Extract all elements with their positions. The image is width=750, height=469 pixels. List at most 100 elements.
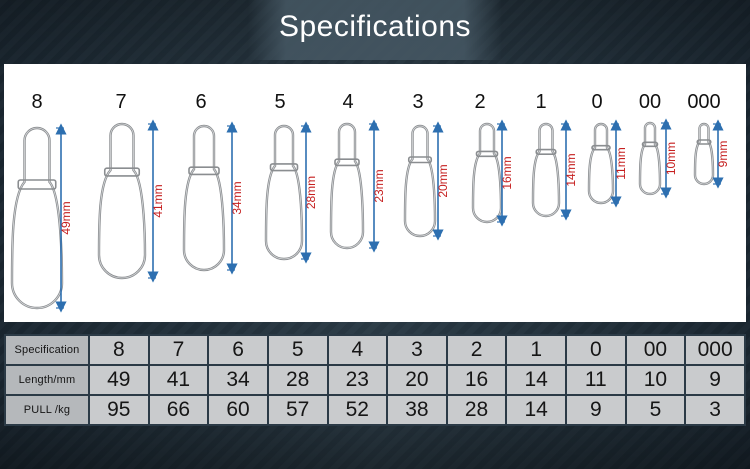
length-cell: 23 [326,364,389,396]
snap-6: 6 34mm [182,91,244,275]
length-label: 28mm [304,176,318,209]
spec-cell: 6 [207,334,269,366]
pull-cell: 5 [624,394,687,426]
size-label: 6 [195,91,206,113]
snap-wire [471,122,503,224]
length-label: 14mm [564,153,578,186]
pull-cell: 28 [445,394,508,426]
snap-000: 000 9mm [687,91,730,189]
length-label: 23mm [372,169,386,202]
length-cell: 20 [386,364,448,396]
snap-clasp [591,144,611,151]
length-label: 41mm [151,184,165,217]
snap-0: 0 11mm [587,91,628,208]
snap-wire [97,122,147,280]
snap-clasp [334,158,360,167]
length-label: 16mm [500,156,514,189]
snap-wire [403,124,437,238]
snap-3: 3 20mm [403,91,450,241]
length-label: 9mm [716,141,730,168]
pull-cell: 14 [505,394,567,426]
row-header-length: Length/mm [4,364,90,396]
snap-wire-highlight [11,127,63,309]
length-cell: 10 [624,364,687,396]
spec-cell: 000 [684,334,746,366]
length-cell: 34 [207,364,269,396]
length-cell: 49 [88,364,150,396]
spec-cell: 3 [386,334,448,366]
snap-wire-highlight [694,123,714,185]
snap-clasp [641,141,659,148]
length-cell: 14 [505,364,567,396]
length-label: 11mm [614,147,628,179]
length-label: 34mm [230,181,244,214]
length-cell: 9 [684,364,746,396]
pull-cell: 52 [326,394,389,426]
length-cell: 16 [445,364,508,396]
length-cell: 11 [565,364,627,396]
snap-wire-highlight [472,123,502,223]
pull-cell: 66 [147,394,210,426]
row-header-specification: Specification [4,334,90,366]
pull-cell: 38 [386,394,448,426]
snap-wire [638,121,662,196]
size-label: 2 [474,91,485,113]
size-label: 4 [342,91,353,113]
snap-wire [531,122,561,218]
row-header-pull: PULL /kg [4,394,90,426]
size-label: 3 [412,91,423,113]
pull-cell: 57 [266,394,329,426]
snap-wire-highlight [404,125,436,237]
pull-cell: 9 [565,394,627,426]
snap-clasp [407,156,433,164]
spec-cell: 5 [266,334,329,366]
snap-2: 2 16mm [471,91,514,227]
spec-table: Specification 8 7 6 5 4 3 2 1 0 00 000 L… [4,334,746,426]
table-row-specification: Specification 8 7 6 5 4 3 2 1 0 00 000 [4,334,746,366]
snap-wire-highlight [265,125,303,260]
snap-wire-highlight [183,125,225,271]
snap-wire-highlight [330,123,364,249]
table-row-length: Length/mm 49 41 34 28 23 20 16 14 11 10 … [4,364,746,396]
size-label: 1 [535,91,546,113]
size-label: 8 [31,91,42,113]
spec-cell: 4 [326,334,389,366]
pull-cell: 60 [207,394,269,426]
length-label: 20mm [436,164,450,197]
page-title: Specifications [278,10,472,43]
pull-cell: 95 [88,394,150,426]
snap-wire-highlight [588,123,614,204]
spec-cell: 1 [505,334,567,366]
snap-wire-highlight [532,123,560,217]
size-label: 000 [687,91,720,113]
snap-clasp [535,148,557,155]
snap-wire [10,126,64,310]
snap-1: 1 14mm [531,91,578,221]
size-label: 5 [274,91,285,113]
snap-4: 4 23mm [329,91,386,253]
snap-clasp [188,166,220,176]
spec-cell: 2 [445,334,508,366]
snap-5: 5 28mm [264,91,318,264]
snap-wire-highlight [639,122,661,195]
snap-clasp [103,167,141,177]
spec-cell: 00 [624,334,687,366]
length-cell: 28 [266,364,329,396]
spec-cell: 0 [565,334,627,366]
pull-cell: 3 [684,394,746,426]
size-label: 0 [591,91,602,113]
snap-wire [329,122,365,250]
title-band [248,0,502,60]
table-row-pull: PULL /kg 95 66 60 57 52 38 28 14 9 5 3 [4,394,746,426]
size-label: 7 [115,91,126,113]
snap-wire [587,122,615,205]
snap-clasp [696,139,712,145]
snap-wire-highlight [98,123,146,279]
snap-wire [182,124,226,272]
snap-7: 7 41mm [97,91,165,283]
snap-clasp [269,163,299,172]
spec-cell: 7 [147,334,210,366]
